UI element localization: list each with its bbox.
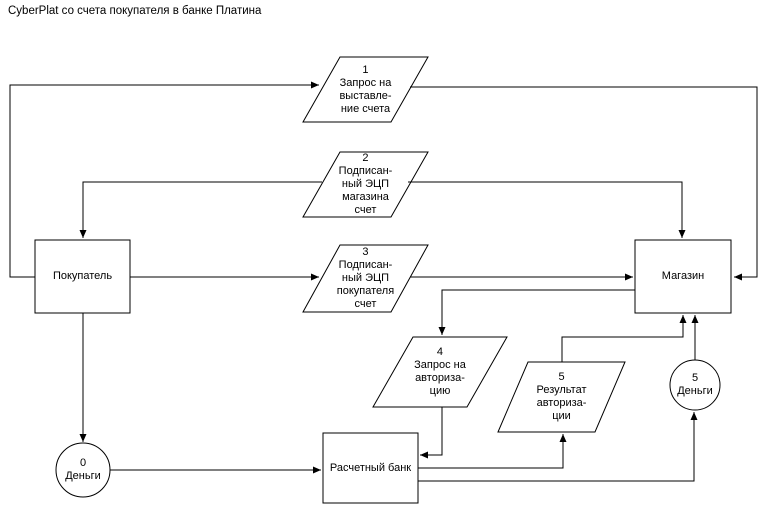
money0-circle	[55, 442, 111, 498]
doc2-parallelogram	[302, 151, 429, 218]
edge-doc5-to-shop	[561, 315, 687, 362]
money5-circle	[669, 359, 721, 411]
edge-shop-to-doc4	[438, 289, 635, 335]
buyer-box	[34, 239, 131, 314]
edge-buyer-to-doc1	[9, 81, 319, 278]
edge-bank-to-doc5	[418, 434, 567, 469]
edge-doc1-to-shop	[410, 86, 758, 281]
edge-doc4-to-bank	[420, 407, 443, 459]
settlement-bank-box	[322, 432, 419, 504]
doc1-parallelogram	[302, 56, 429, 123]
doc3-parallelogram	[302, 244, 429, 313]
diagram-title: CyberPlat со счета покупателя в банке Пл…	[8, 5, 262, 17]
edge-doc2-to-shop	[408, 181, 686, 238]
edge-doc2-to-buyer	[79, 181, 322, 238]
doc5-parallelogram	[497, 361, 626, 433]
doc4-parallelogram	[372, 336, 508, 408]
edge-bank-to-money5	[418, 412, 698, 482]
shop-box	[634, 239, 732, 314]
